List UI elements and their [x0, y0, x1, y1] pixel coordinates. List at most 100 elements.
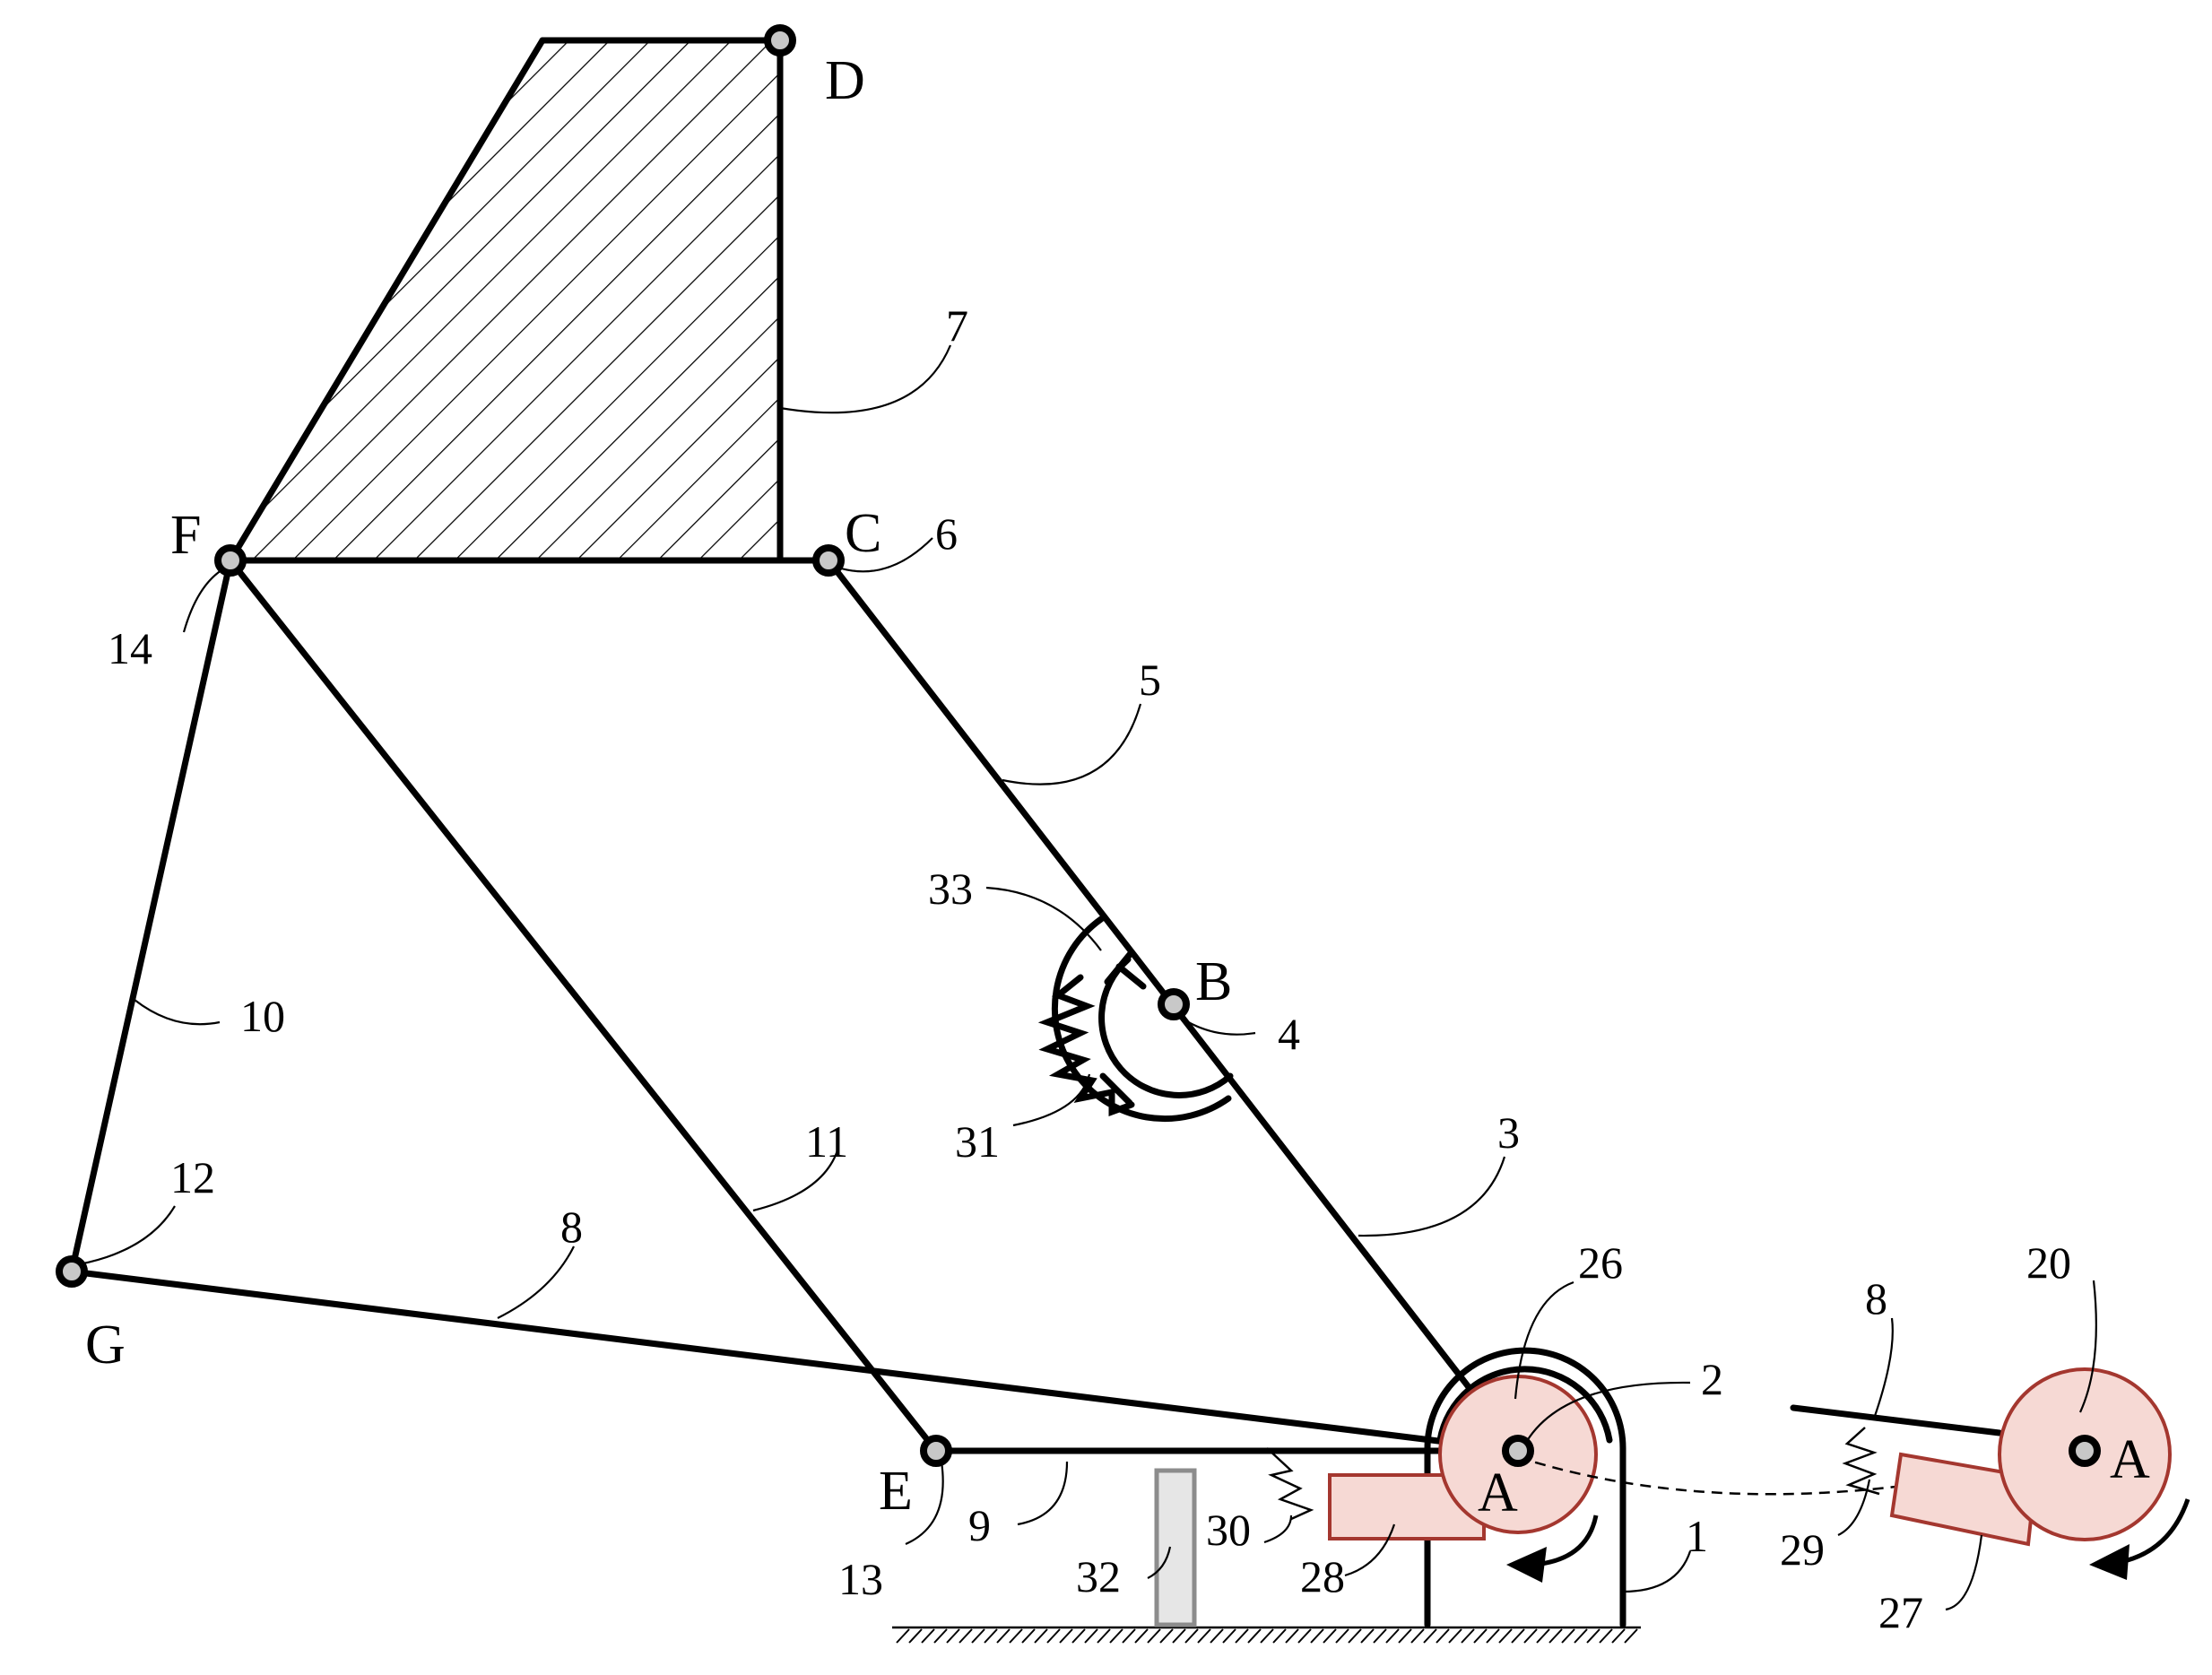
ground-hatch-tick	[1034, 1628, 1048, 1644]
ground-hatch-tick	[1197, 1628, 1211, 1644]
leader-2	[1523, 1381, 1691, 1446]
numeral-6: 6	[935, 508, 958, 559]
leader-6	[837, 537, 933, 573]
ground-hatch-tick	[1297, 1628, 1312, 1644]
ground-hatch-tick	[1523, 1628, 1538, 1644]
ground-hatch-tick	[1159, 1628, 1174, 1644]
plate-edge-left	[227, 37, 546, 564]
point-labels: D C F B G E A A	[85, 50, 2150, 1523]
leader-30	[1263, 1514, 1293, 1544]
numeral-9: 9	[968, 1500, 991, 1550]
numeral-26: 26	[1578, 1237, 1623, 1288]
pin-a	[1502, 1435, 1534, 1467]
pin-d	[764, 24, 796, 56]
ground-hatch-tick	[959, 1628, 973, 1644]
ground-hatch-tick	[1323, 1628, 1337, 1644]
arc-bracket	[1051, 916, 1232, 1123]
ground-hatch-tick	[1561, 1628, 1575, 1644]
label-f: F	[170, 505, 201, 566]
hatched-ground-icon	[896, 1628, 1638, 1644]
ground-hatch-tick	[1009, 1628, 1023, 1644]
support-outer	[1424, 1347, 1626, 1628]
leader-32	[1147, 1546, 1172, 1579]
numeral-11: 11	[805, 1116, 848, 1167]
ground-hatch-tick	[1486, 1628, 1500, 1644]
link-8-detail	[1790, 1404, 2003, 1436]
support-1	[1424, 1347, 1626, 1628]
ground-hatch-tick	[1624, 1628, 1638, 1644]
plate-7	[227, 37, 784, 564]
leader-28	[1344, 1523, 1396, 1577]
numeral-8: 8	[560, 1202, 583, 1252]
leader-4	[1174, 1012, 1256, 1036]
ground-hatch-tick	[1084, 1628, 1098, 1644]
ground-hatch-tick	[921, 1628, 935, 1644]
numeral-12: 12	[170, 1152, 215, 1202]
leader-13	[905, 1461, 944, 1546]
label-g: G	[85, 1315, 126, 1376]
leader-11	[752, 1147, 840, 1212]
leader-9	[1017, 1461, 1069, 1526]
leader-31	[1012, 1073, 1091, 1127]
ground-hatch-tick	[1109, 1628, 1123, 1644]
leader-8-detail	[1872, 1317, 1894, 1419]
numeral-29: 29	[1780, 1524, 1825, 1575]
label-a: A	[1478, 1462, 1518, 1523]
support-inner	[1436, 1366, 1613, 1444]
label-e: E	[879, 1461, 913, 1522]
pin-b	[1158, 988, 1190, 1020]
pins	[56, 24, 2101, 1467]
ground-hatch-tick	[1310, 1628, 1324, 1644]
numeral-10: 10	[240, 991, 285, 1041]
ground-hatch-tick	[1461, 1628, 1475, 1644]
arc-bracket-inner	[1098, 956, 1234, 1098]
ground-hatch-tick	[1611, 1628, 1626, 1644]
ground-hatch-tick	[1172, 1628, 1186, 1644]
zigzag-spring-icon	[1842, 1427, 1880, 1496]
label-b: B	[1195, 951, 1232, 1012]
ground-hatch-tick	[1348, 1628, 1362, 1644]
ground-hatch-tick	[896, 1628, 910, 1644]
ground-hatch-tick	[1398, 1628, 1412, 1644]
ground-hatch-tick	[1373, 1628, 1387, 1644]
plate-hatching	[230, 40, 780, 560]
ground-hatch-tick	[1335, 1628, 1349, 1644]
ground-hatch-tick	[996, 1628, 1011, 1644]
ground-hatch-tick	[1285, 1628, 1299, 1644]
leader-33	[985, 886, 1102, 951]
ground-hatch-tick	[1599, 1628, 1613, 1644]
stop-t-stem	[1115, 963, 1147, 990]
label-c: C	[845, 503, 881, 564]
numeral-8-detail: 8	[1865, 1273, 1887, 1324]
cam-follower-27	[1889, 1452, 2038, 1547]
pin-e	[920, 1435, 952, 1467]
post-32	[1154, 1468, 1197, 1627]
ground-hatch-tick	[1059, 1628, 1073, 1644]
numeral-20: 20	[2026, 1237, 2071, 1288]
ground-hatch-tick	[1134, 1628, 1149, 1644]
leader-20	[2078, 1280, 2097, 1413]
curved-arrow-icon	[2089, 1498, 2190, 1580]
ground-hatch-tick	[1210, 1628, 1224, 1644]
ground-hatch-tick	[1448, 1628, 1462, 1644]
pin-c	[812, 544, 845, 577]
pin-f	[214, 544, 247, 577]
ground-hatch-tick	[1511, 1628, 1525, 1644]
label-d: D	[825, 50, 865, 111]
ground-hatch-tick	[1071, 1628, 1086, 1644]
pin-a-detail	[2069, 1435, 2101, 1467]
numeral-7: 7	[946, 300, 968, 351]
leader-10	[134, 999, 221, 1026]
leader-3	[1358, 1156, 1506, 1237]
leader-12	[78, 1205, 176, 1266]
ground-hatch-tick	[1410, 1628, 1425, 1644]
ground-hatch-tick	[971, 1628, 985, 1644]
numeral-32: 32	[1076, 1551, 1121, 1601]
cam-assembly-main	[1266, 1375, 1598, 1540]
ground-hatch-tick	[1436, 1628, 1450, 1644]
link-11-f-e	[227, 557, 940, 1454]
numeral-3: 3	[1497, 1107, 1520, 1158]
ground-hatch-tick	[908, 1628, 923, 1644]
arc-bracket-end	[1099, 1072, 1133, 1107]
